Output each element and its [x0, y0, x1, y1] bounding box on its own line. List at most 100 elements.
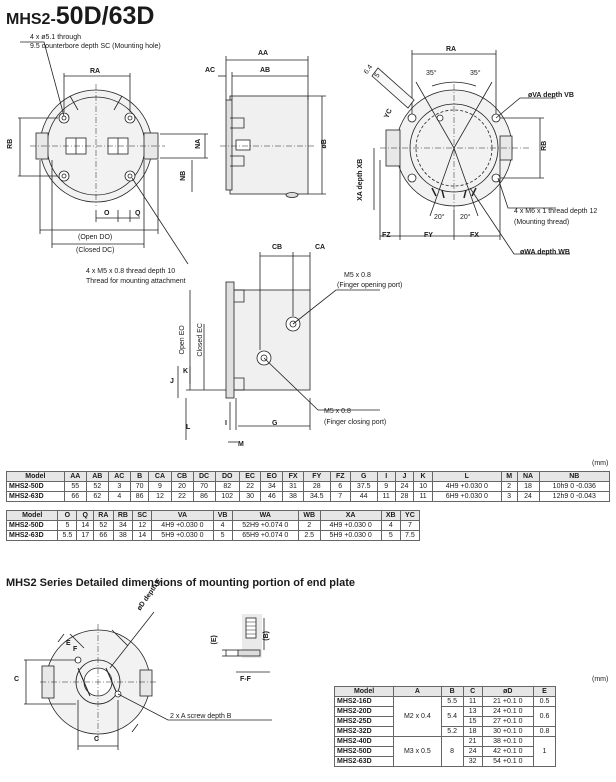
- angle-20-b: 20°: [460, 214, 471, 221]
- table-cell: 34.5: [302, 491, 331, 502]
- table-cell: M3 x 0.5: [393, 736, 442, 767]
- dim-ab-side: AB: [260, 67, 271, 74]
- table-cell: MHS2-25D: [333, 716, 395, 727]
- table-cell: 8: [440, 736, 464, 767]
- dim-fz: FZ: [382, 232, 391, 239]
- table-cell: 21: [462, 736, 483, 747]
- table-cell: MHS2-63D: [5, 530, 59, 541]
- front-view-drawing: [18, 41, 208, 265]
- dim-o-front: O: [104, 210, 110, 217]
- table-cell: 7.5: [399, 530, 421, 541]
- table-cell: 22: [170, 491, 194, 502]
- unit-label: (mm): [592, 460, 609, 467]
- table-cell: 12h9 0 -0.043: [538, 491, 611, 502]
- table-cell: MHS2-16D: [333, 696, 395, 707]
- dim-j: J: [170, 378, 174, 385]
- table3-header-cell: øD: [481, 686, 534, 697]
- label-b-paren: (B): [263, 630, 271, 641]
- table-cell: 38: [282, 491, 304, 502]
- table-cell: 1: [532, 736, 557, 767]
- dim-c-left: C: [14, 676, 20, 683]
- label-va: øVA depth VB: [528, 92, 574, 99]
- port-view-drawing: [177, 252, 380, 443]
- table3-header-cell: A: [393, 686, 442, 697]
- label-f-top: F: [73, 646, 78, 653]
- title-prefix: MHS2-: [6, 11, 56, 28]
- table-cell: 15: [462, 716, 483, 727]
- table-cell: MHS2-32D: [333, 726, 395, 737]
- table-cell: 12: [148, 491, 172, 502]
- finger-close-1: M5 x 0.8: [324, 408, 351, 415]
- dim-l: L: [186, 424, 191, 431]
- table-cell: 65H9 +0.074 0: [231, 530, 299, 541]
- table-cell: 0.5: [532, 696, 557, 707]
- table-cell: 5.5: [440, 696, 464, 707]
- table-cell: MHS2-40D: [333, 736, 395, 747]
- table3-header-cell: C: [462, 686, 483, 697]
- dim-ca: CA: [315, 244, 326, 251]
- finger-close-2: (Finger closing port): [324, 419, 387, 426]
- dim-ra-rear: RA: [446, 46, 457, 53]
- table-cell: 6H9 +0.030 0: [431, 491, 502, 502]
- dim-c-bottom: C: [94, 736, 100, 743]
- thread-spec-1: 4 x M5 x 0.8 thread depth 10: [86, 268, 176, 275]
- open-do-label: (Open DO): [78, 234, 113, 241]
- hole-spec-2: 9.5 counterbore depth SC (Mounting hole): [30, 43, 161, 50]
- dim-cb: CB: [272, 244, 283, 251]
- closed-dc-label: (Closed DC): [76, 247, 115, 254]
- table-cell: M2 x 0.4: [393, 696, 442, 737]
- table-cell: 13: [462, 706, 483, 717]
- angle-35-b: 35°: [470, 70, 481, 77]
- table3-unit: (mm): [592, 676, 609, 683]
- dim-fx: FX: [470, 232, 479, 239]
- table-cell: 5: [212, 530, 233, 541]
- thread-spec-2: Thread for mounting attachment: [86, 278, 186, 285]
- table-cell: 5.4: [440, 706, 464, 727]
- page-title: MHS2-50D/63D: [6, 2, 154, 31]
- label-wa: øWA depth WB: [520, 249, 570, 256]
- table-cell: 18: [462, 726, 483, 737]
- table-cell: 11: [376, 491, 396, 502]
- section-title: MHS2 Series Detailed dimensions of mount…: [6, 577, 355, 589]
- table-cell: 11: [462, 696, 483, 707]
- label-m6-thread: 4 x M6 x 1 thread depth 12: [514, 208, 598, 215]
- table-cell: 14: [132, 530, 153, 541]
- table-cell: 44: [349, 491, 378, 502]
- table-cell: 24 +0.1 0: [481, 706, 534, 717]
- table-cell: 27 +0.1 0: [481, 716, 534, 727]
- table3-header-cell: Model: [333, 686, 395, 697]
- dim-k: K: [183, 368, 189, 375]
- dim-fy: FY: [424, 232, 433, 239]
- dim-i: I: [225, 420, 227, 427]
- table3-header-cell: E: [532, 686, 557, 697]
- table-cell: 54 +0.1 0: [481, 756, 534, 767]
- label-e: E: [66, 640, 71, 647]
- table-cell: 42 +0.1 0: [481, 746, 534, 757]
- table-cell: 0.6: [532, 706, 557, 727]
- table-cell: 24: [462, 746, 483, 757]
- table-cell: MHS2-20D: [333, 706, 395, 717]
- angle-20-a: 20°: [434, 214, 445, 221]
- side-view-drawing: [218, 56, 326, 198]
- dim-m: M: [238, 441, 244, 448]
- dim-g: G: [272, 420, 278, 427]
- table-cell: 0.8: [532, 726, 557, 737]
- table-cell: 30: [238, 491, 262, 502]
- hole-spec-1: 4 x ø5.1 through: [30, 34, 81, 41]
- dim-aa-side: AA: [258, 50, 269, 57]
- finger-open-2: (Finger opening port): [337, 282, 403, 289]
- table-cell: 5.5: [57, 530, 78, 541]
- label-ff: F-F: [240, 676, 251, 683]
- title-models: 50D/63D: [55, 2, 155, 30]
